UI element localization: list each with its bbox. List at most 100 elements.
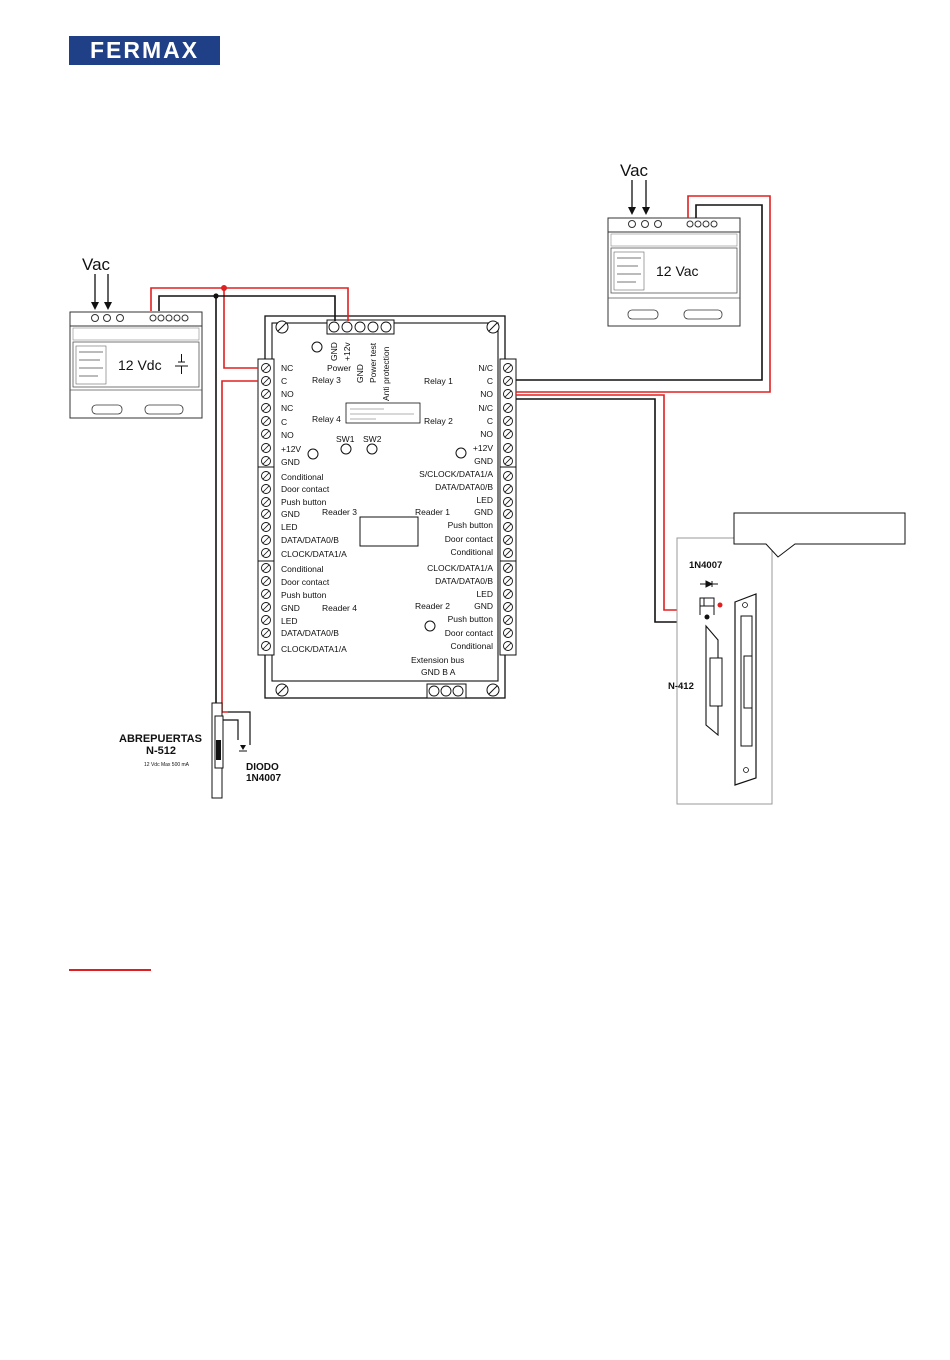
logo-text: FERMAX: [89, 37, 200, 63]
relay-3-label: Relay 3: [312, 375, 341, 385]
led-12v: [307, 448, 319, 460]
term-left-screw-slot-4: [262, 417, 270, 425]
term-left-screw-slot-7: [262, 457, 270, 465]
center-chip: [359, 516, 419, 547]
psu-left-input-label: Vac: [82, 255, 111, 274]
left-term-c: C: [281, 376, 287, 386]
power-supply-right: Vac 12 Vac: [607, 161, 741, 327]
psu-right-input-label: Vac: [620, 161, 649, 180]
right-term-data-2: DATA/DATA0/B: [435, 576, 493, 586]
term-right-screw-slot-5: [504, 430, 512, 438]
diode-left-symbol: [240, 745, 246, 750]
term-right-screw-slot-17: [504, 590, 512, 598]
term-right-screw-slot-13: [504, 536, 512, 544]
term-right-screw-slot-4: [504, 417, 512, 425]
left-term-gnd-3: GND: [281, 603, 300, 613]
left-term-c-2: C: [281, 417, 287, 427]
reader-3-label: Reader 3: [322, 507, 357, 517]
term-right-screw-slot-8: [504, 472, 512, 480]
term-right-screw-slot-16: [504, 577, 512, 585]
fermax-logo: FERMAX: [69, 36, 220, 65]
right-term-c: C: [487, 376, 493, 386]
term-left-screw-slot-18: [262, 603, 270, 611]
term-left-screw-slot-6: [262, 444, 270, 452]
left-term-data-2: DATA/DATA0/B: [281, 628, 339, 638]
top-terminal-anti-protection: Anti protection: [381, 346, 391, 401]
right-term-12v: +12V: [473, 443, 493, 453]
lock-left-model: N-512: [146, 745, 176, 757]
term-left-screw-slot-2: [262, 390, 270, 398]
term-left-screw-slot-3: [262, 404, 270, 412]
left-term-led: LED: [281, 522, 298, 532]
extension-bus-label: Extension bus: [411, 655, 464, 665]
lock-left-name: ABREPUERTAS: [119, 733, 202, 745]
diode-left-title: DIODO: [246, 762, 279, 773]
diode-left-model: 1N4007: [246, 773, 281, 784]
term-left-screw-slot-19: [262, 616, 270, 624]
right-term-push-button: Push button: [448, 520, 494, 530]
left-term-no: NO: [281, 389, 294, 399]
left-term-clock: CLOCK/DATA1/A: [281, 549, 347, 559]
power-supply-left: Vac 12 Vdc: [69, 255, 203, 419]
sw1-button[interactable]: [340, 443, 352, 455]
term-right-screw-slot-21: [504, 642, 512, 650]
term-left-screw-slot-17: [262, 590, 270, 598]
left-term-clock-2: CLOCK/DATA1/A: [281, 644, 347, 654]
term-right-screw-slot-1: [504, 377, 512, 385]
left-term-12v: +12V: [281, 444, 301, 454]
access-controller-board: GND +12v GND Power test Anti protection …: [257, 315, 517, 699]
right-term-gnd-2: GND: [474, 507, 493, 517]
strike-model: N-412: [668, 681, 694, 692]
red-underline: [69, 969, 151, 971]
right-term-led: LED: [476, 495, 493, 505]
left-term-data: DATA/DATA0/B: [281, 535, 339, 545]
term-left-screw-slot-8: [262, 472, 270, 480]
relay-2-label: Relay 2: [424, 416, 453, 426]
callout-bubble: [733, 512, 906, 558]
left-term-push-button: Push button: [281, 497, 327, 507]
right-term-nc-2: N/C: [478, 403, 493, 413]
relay-1-label: Relay 1: [424, 376, 453, 386]
firmware-sticker: [345, 402, 421, 424]
top-terminal-gnd: GND: [329, 342, 339, 361]
sw2-button[interactable]: [366, 443, 378, 455]
term-left-screw-slot-14: [262, 549, 270, 557]
electric-strike-right: 1N4007 N-412: [668, 512, 906, 805]
term-right-screw-slot-6: [504, 444, 512, 452]
psu-left-body: [69, 325, 203, 419]
right-term-push-button-2: Push button: [448, 614, 494, 624]
left-term-conditional: Conditional: [281, 472, 324, 482]
left-term-no-2: NO: [281, 430, 294, 440]
right-term-nc: N/C: [478, 363, 493, 373]
sw2-label: SW2: [363, 434, 382, 444]
term-left-screw-slot-21: [262, 642, 270, 650]
term-left-screw-slot-13: [262, 536, 270, 544]
term-right-screw-slot-7: [504, 457, 512, 465]
door-opener-left: ABREPUERTAS N-512 12 Vdc Max 500 mA DIOD…: [119, 702, 281, 799]
term-left-screw-slot-11: [262, 510, 270, 518]
led-right: [455, 447, 467, 459]
right-term-no: NO: [480, 389, 493, 399]
reader-4-label: Reader 4: [322, 603, 357, 613]
right-term-gnd-3: GND: [474, 601, 493, 611]
term-right-screw-slot-20: [504, 629, 512, 637]
power-label: Power: [327, 363, 351, 373]
psu-left-input-arrows: [91, 274, 112, 310]
relay-4-label: Relay 4: [312, 414, 341, 424]
diode-right-model: 1N4007: [689, 560, 722, 571]
term-left-screw-slot-1: [262, 377, 270, 385]
term-right-screw-slot-11: [504, 510, 512, 518]
term-left-screw-slot-10: [262, 498, 270, 506]
term-right-screw-slot-0: [504, 364, 512, 372]
term-left-screw-slot-5: [262, 430, 270, 438]
term-right-screw-slot-10: [504, 498, 512, 506]
term-right-screw-slot-19: [504, 616, 512, 624]
left-term-conditional-2: Conditional: [281, 564, 324, 574]
right-term-conditional: Conditional: [450, 547, 493, 557]
left-term-nc-2: NC: [281, 403, 293, 413]
right-term-no-2: NO: [480, 429, 493, 439]
term-left-screw-slot-15: [262, 564, 270, 572]
term-left-screw-slot-20: [262, 629, 270, 637]
right-term-door-contact-2: Door contact: [445, 628, 494, 638]
